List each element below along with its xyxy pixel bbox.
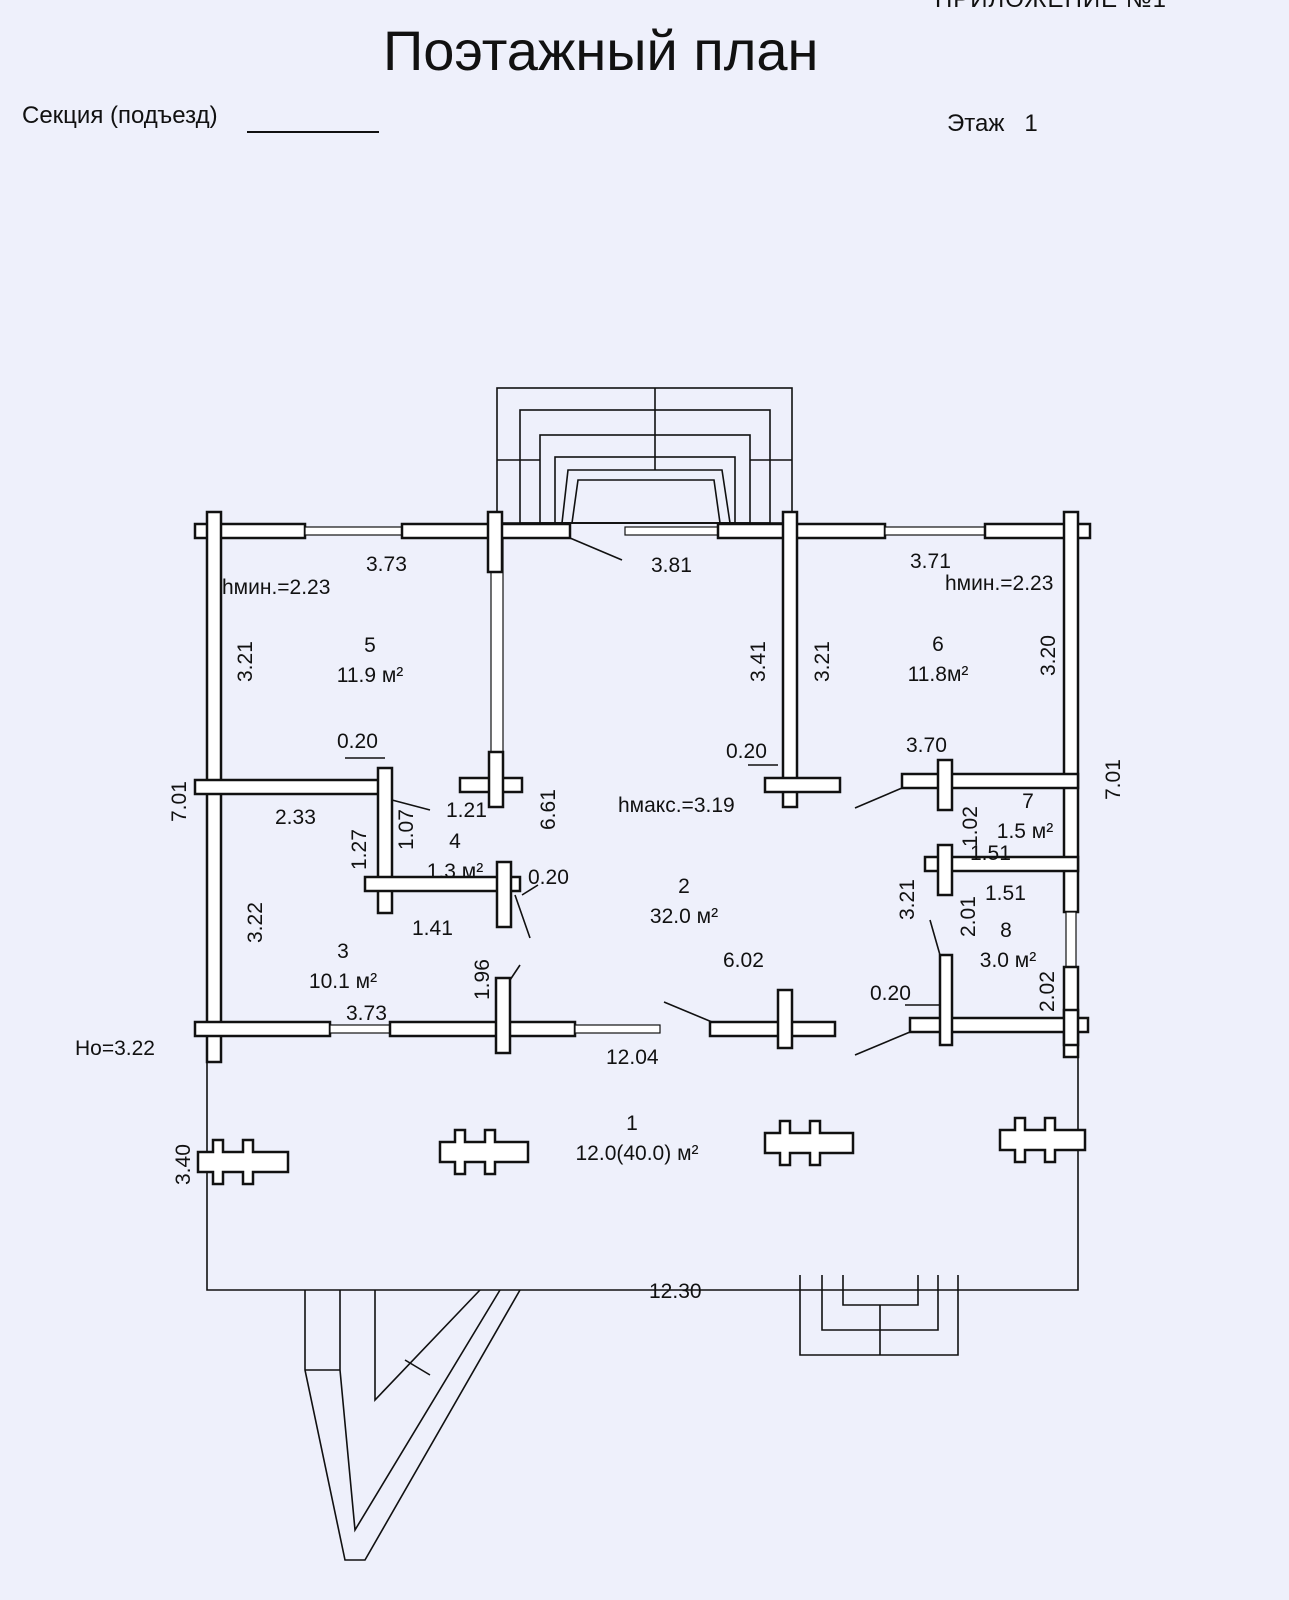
height-min-left: hмин.=2.23 [222,576,330,599]
svg-text:12.0(40.0) м²: 12.0(40.0) м² [576,1142,699,1165]
svg-text:2: 2 [678,875,690,898]
dimension: 12.04 [606,1046,659,1069]
dimension-labels: 3.73 3.81 3.71 3.21 3.41 3.21 3.20 0.20 … [168,550,1125,1303]
dimension: 0.20 [528,866,569,889]
height-max: hмакс.=3.19 [618,794,735,817]
dimension: 1.51 [985,882,1026,905]
svg-text:4: 4 [449,830,461,853]
dimension: 1.21 [446,799,487,822]
room-7: 7 1.5 м² [997,790,1053,843]
dimension: 3.73 [346,1002,387,1025]
dimension: 7.01 [1102,759,1125,800]
dimension: 3.22 [244,902,267,943]
dimension: 3.21 [811,641,834,682]
dimension: 3.40 [172,1144,195,1185]
dimension: 3.41 [747,641,770,682]
svg-text:3.0 м²: 3.0 м² [980,949,1036,972]
section-blank-line [247,131,379,133]
dimension: 2.33 [275,806,316,829]
svg-text:32.0 м²: 32.0 м² [650,905,718,928]
svg-text:3: 3 [337,940,349,963]
height-min-right: hмин.=2.23 [945,572,1053,595]
appendix-label: ПРИЛОЖЕНИЕ №1 [935,0,1167,14]
page-title: Поэтажный план [383,19,819,82]
dimension: 3.20 [1037,635,1060,676]
room-5: 5 11.9 м² [337,634,404,687]
svg-text:8: 8 [1000,919,1012,942]
dimension: 0.20 [726,740,767,763]
dimension: 1.27 [348,829,371,870]
dimension: 2.02 [1036,971,1059,1012]
dimension: 1.51 [970,842,1011,865]
height-zero: Hо=3.22 [75,1037,155,1060]
svg-text:11.8м²: 11.8м² [908,663,969,686]
porch [206,1040,1079,1561]
dimension: 3.21 [234,641,257,682]
dimension: 2.01 [957,896,980,937]
svg-text:1.5 м²: 1.5 м² [997,820,1053,843]
dimension: 3.70 [906,734,947,757]
svg-text:7: 7 [1022,790,1034,813]
leader-lines [345,537,941,1056]
floor-label: Этаж 1 [947,110,1038,138]
dimension: 3.73 [366,553,407,576]
walls [193,510,1092,1064]
svg-text:1.3 м²: 1.3 м² [427,860,483,883]
floor-number: 1 [1024,110,1038,137]
porch-posts [196,1116,1087,1186]
dimension: 3.71 [910,550,951,573]
room-8: 8 3.0 м² [980,919,1036,972]
svg-text:1: 1 [626,1112,638,1135]
dimension: 12.30 [649,1280,702,1303]
dimension: 3.81 [651,554,692,577]
svg-text:5: 5 [364,634,376,657]
dimension: 1.41 [412,917,453,940]
dimension: 6.61 [537,789,560,830]
dimension: 3.21 [896,879,919,920]
svg-text:6: 6 [932,633,944,656]
dimension: 7.01 [168,781,191,822]
entrance-stairs [496,387,793,524]
dimension: 0.20 [870,982,911,1005]
dimension: 1.07 [395,809,418,850]
room-6: 6 11.8м² [908,633,969,686]
room-4: 4 1.3 м² [427,830,483,883]
room-1: 1 12.0(40.0) м² [576,1112,699,1165]
dimension: 0.20 [337,730,378,753]
svg-text:11.9 м²: 11.9 м² [337,664,404,687]
dimension: 1.02 [959,806,982,847]
room-3: 3 10.1 м² [309,940,377,993]
dimension: 1.96 [471,959,494,1000]
floor-label-text: Этаж [947,110,1005,137]
svg-text:10.1 м²: 10.1 м² [309,970,377,993]
dimension: 6.02 [723,949,764,972]
room-2: 2 32.0 м² [650,875,718,928]
section-label: Секция (подъезд) [22,102,218,129]
